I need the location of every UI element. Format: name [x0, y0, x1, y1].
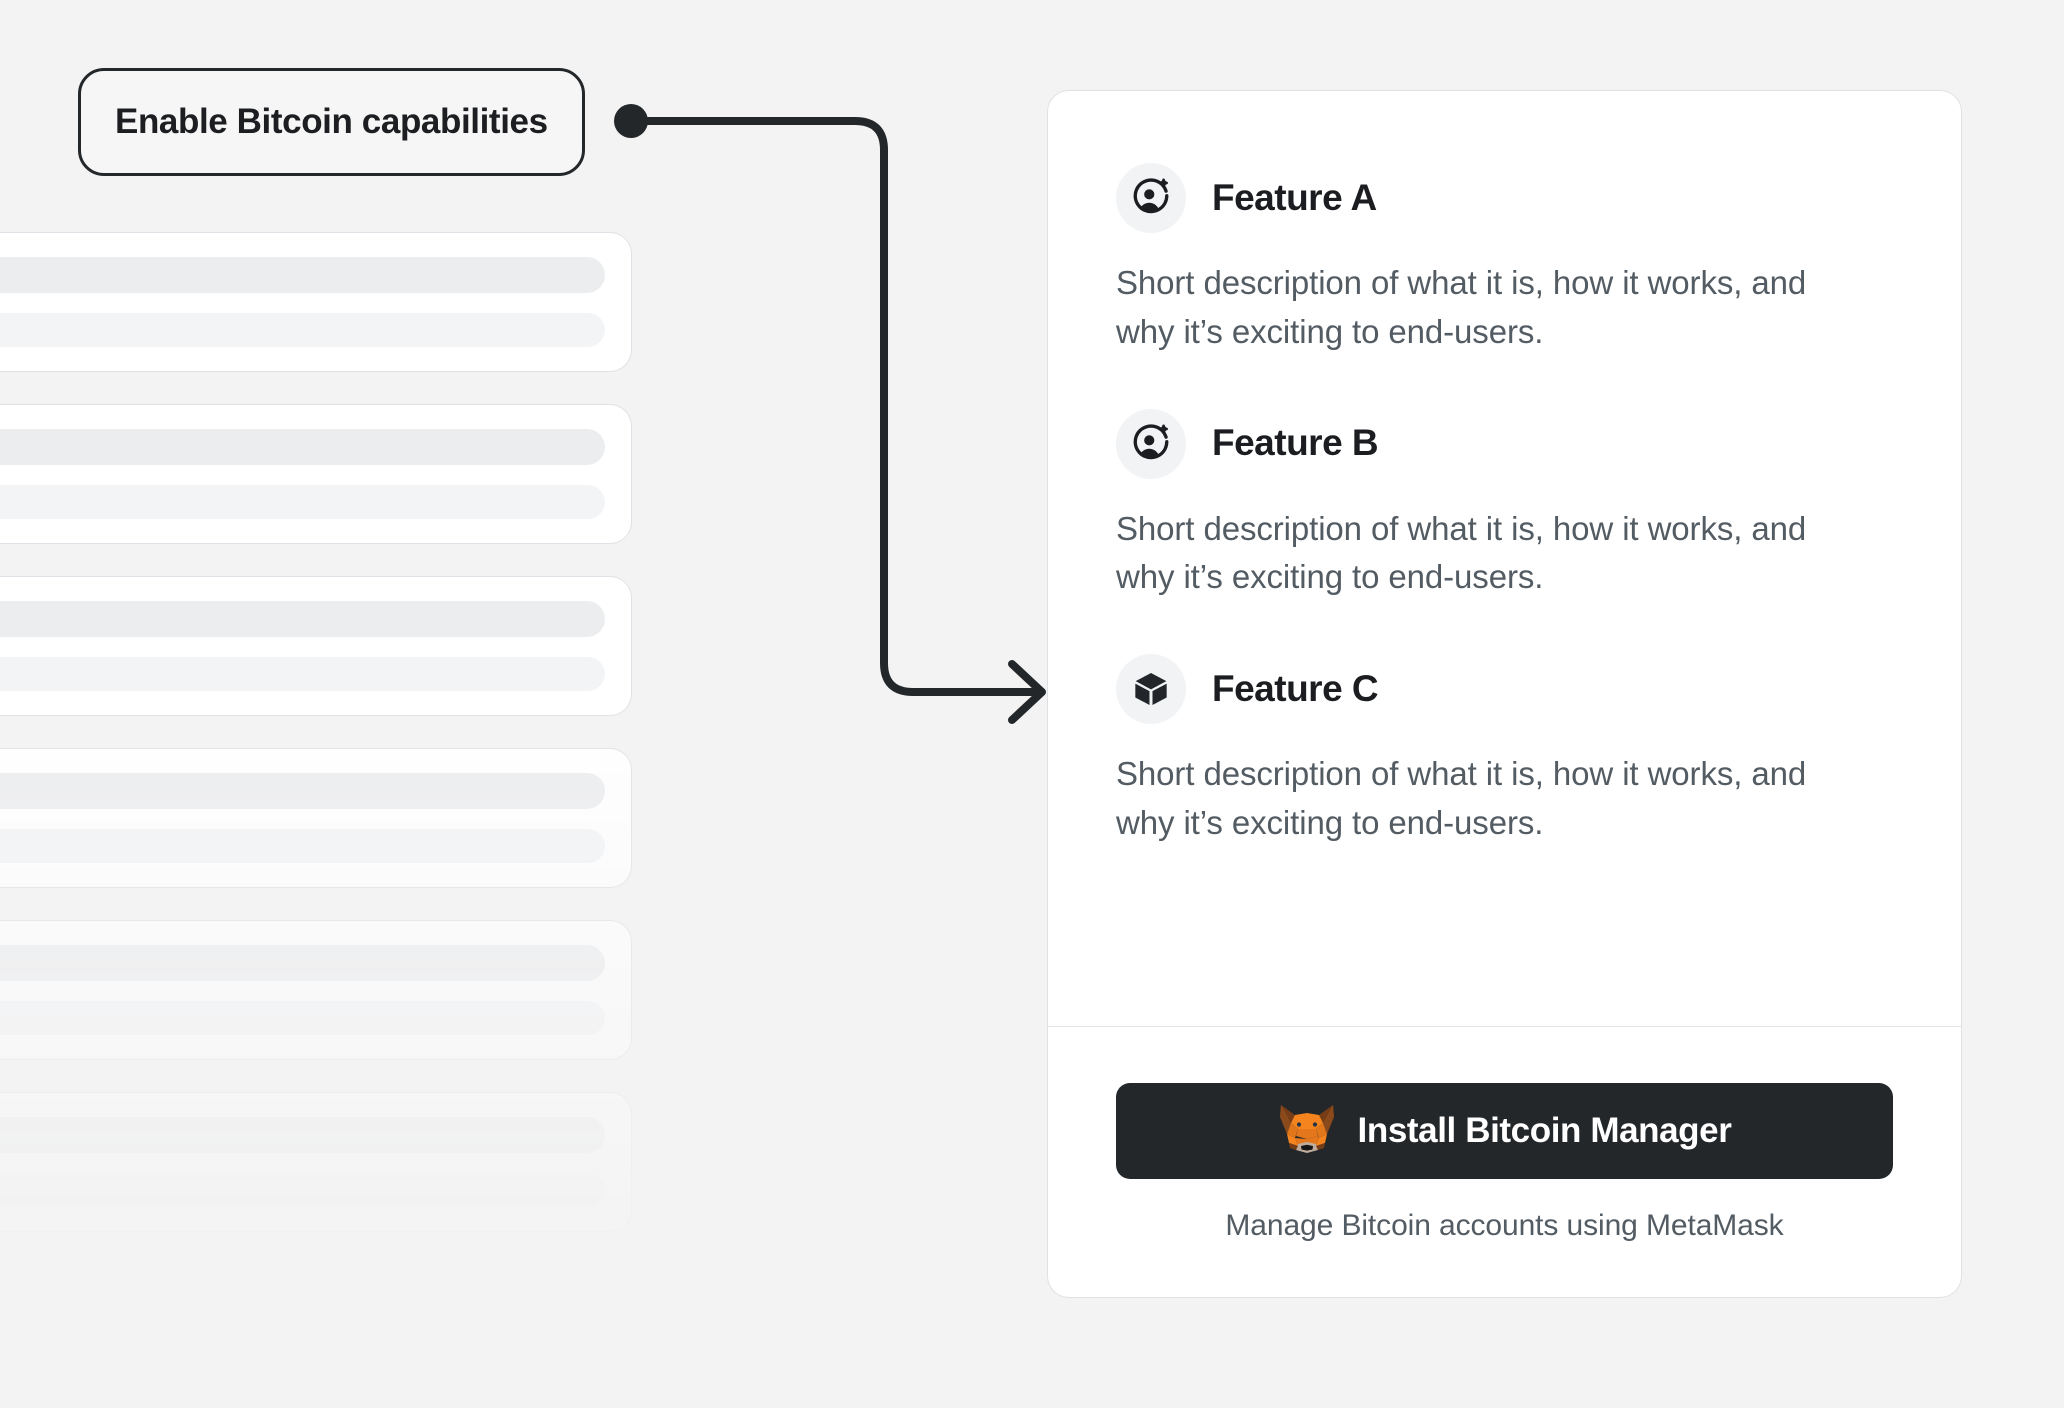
placeholder-bar — [0, 312, 605, 347]
placeholder-bar — [0, 656, 605, 691]
skeleton-card — [0, 1092, 632, 1232]
card-footer: Install Bitcoin Manager Manage Bitcoin a… — [1048, 1027, 1961, 1297]
skeleton-card — [0, 232, 632, 372]
metamask-fox-icon — [1278, 1103, 1336, 1160]
feature-header: Feature B — [1116, 408, 1893, 479]
placeholder-bar — [0, 828, 605, 863]
connector-path — [627, 117, 1044, 696]
account-add-icon — [1116, 163, 1186, 233]
feature-title: Feature C — [1212, 667, 1379, 709]
install-button-label: Install Bitcoin Manager — [1357, 1111, 1732, 1150]
placeholder-bar — [0, 945, 605, 981]
cube-icon — [1116, 654, 1186, 725]
feature-item: Feature A Short description of what it i… — [1116, 163, 1893, 357]
skeleton-card-stack — [0, 232, 640, 1408]
feature-item: Feature C Short description of what it i… — [1116, 654, 1893, 848]
connector-dot — [614, 104, 648, 138]
placeholder-bar — [0, 601, 605, 637]
placeholder-bar — [0, 773, 605, 809]
footer-caption: Manage Bitcoin accounts using MetaMask — [1225, 1209, 1784, 1242]
install-bitcoin-manager-button[interactable]: Install Bitcoin Manager — [1116, 1083, 1893, 1179]
feature-description: Short description of what it is, how it … — [1116, 509, 1807, 596]
bitcoin-capabilities-card: Feature A Short description of what it i… — [1047, 90, 1962, 1298]
callout-pill[interactable]: Enable Bitcoin capabilities — [78, 68, 585, 176]
feature-item: Feature B Short description of what it i… — [1116, 408, 1893, 603]
skeleton-card — [0, 576, 632, 716]
feature-list: Feature A Short description of what it i… — [1048, 91, 1961, 978]
feature-description: Short description of what it is, how it … — [1116, 264, 1807, 350]
card-divider — [1048, 1025, 1961, 1027]
account-add-icon — [1116, 408, 1186, 479]
feature-title: Feature B — [1212, 422, 1379, 464]
skeleton-card — [0, 748, 632, 888]
feature-header: Feature C — [1116, 654, 1893, 725]
skeleton-card — [0, 404, 632, 544]
feature-header: Feature A — [1116, 163, 1893, 233]
arrow-right-icon — [1008, 660, 1046, 724]
placeholder-bar — [0, 484, 605, 519]
placeholder-bar — [0, 257, 605, 293]
placeholder-bar — [0, 1000, 605, 1035]
placeholder-bar — [0, 1117, 605, 1153]
placeholder-bar — [0, 429, 605, 465]
feature-title: Feature A — [1212, 176, 1377, 218]
placeholder-bar — [0, 1172, 605, 1207]
skeleton-card — [0, 920, 632, 1060]
callout-label: Enable Bitcoin capabilities — [115, 102, 548, 141]
feature-description: Short description of what it is, how it … — [1116, 755, 1807, 842]
